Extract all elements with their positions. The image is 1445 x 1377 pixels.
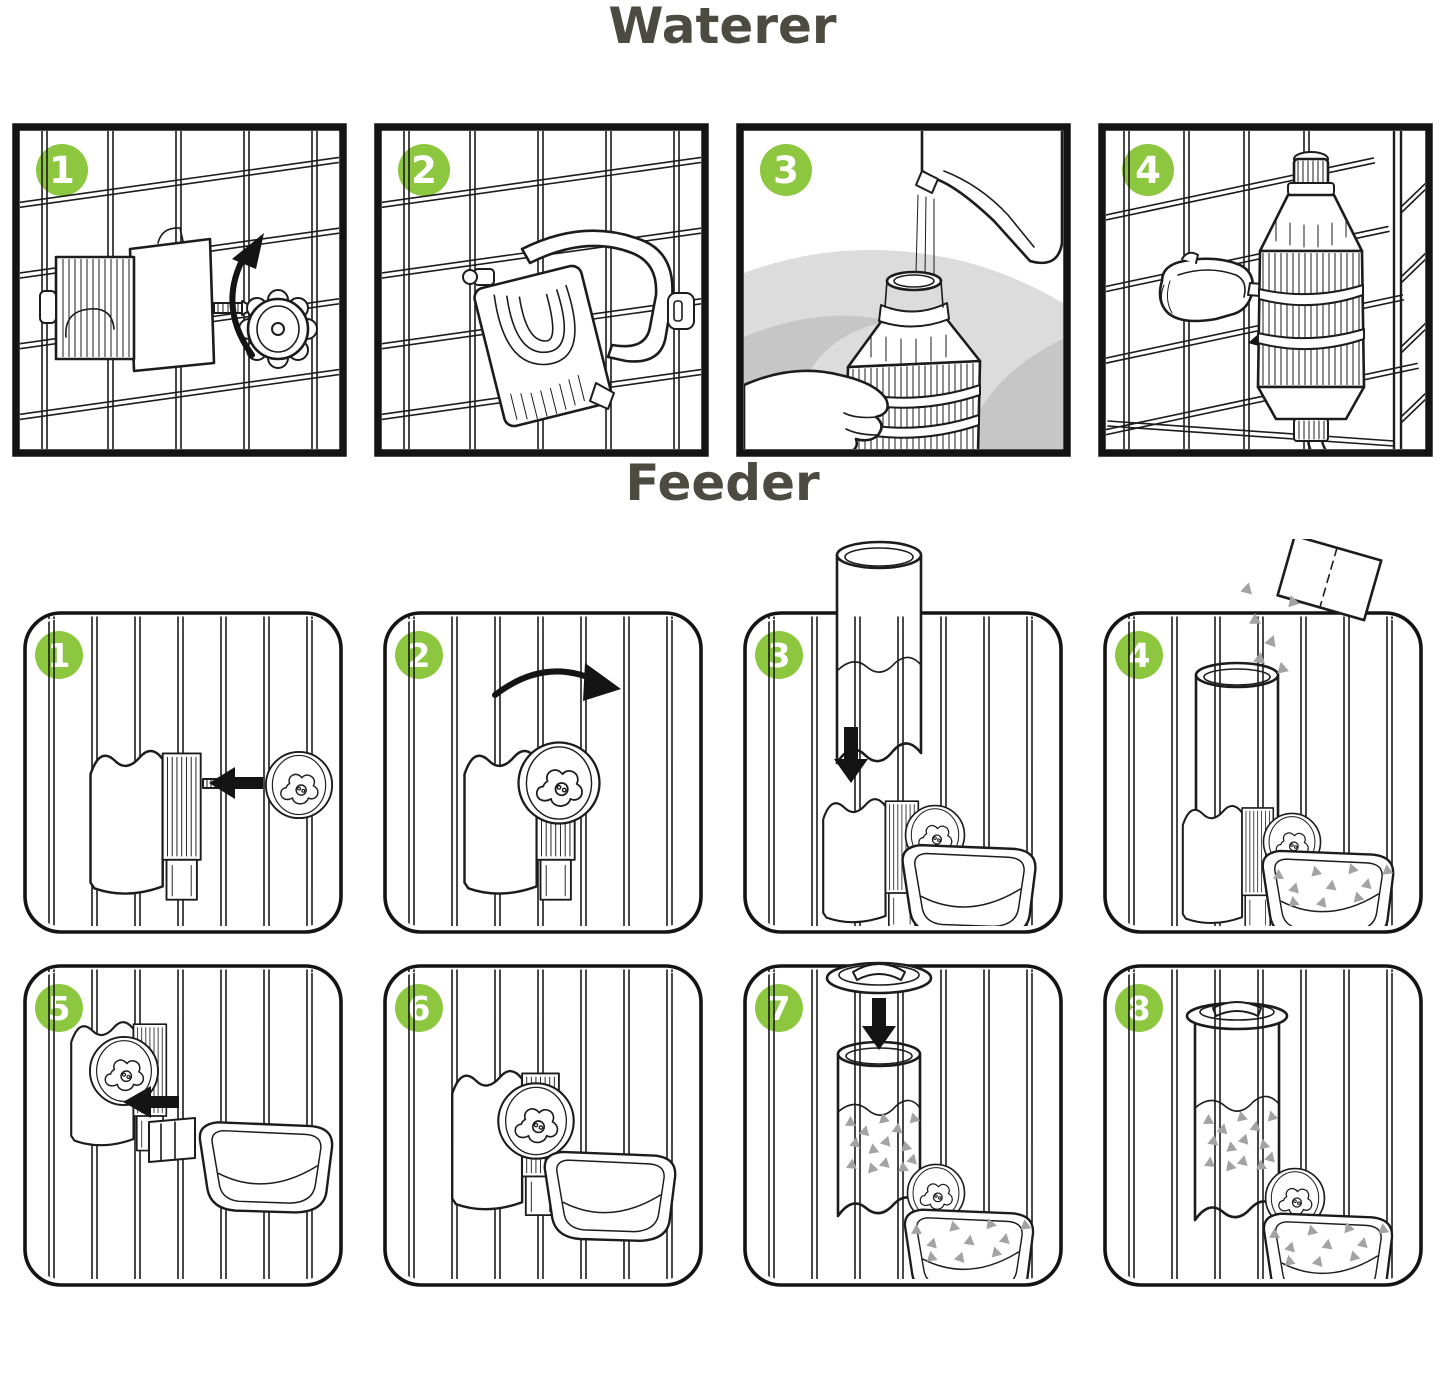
waterer-step-3-illustration: 3 (736, 123, 1071, 457)
waterer-steps-row: 1 (0, 123, 1445, 457)
step-badge: 1 (34, 631, 83, 679)
waterer-step-1-panel: 1 (12, 123, 347, 457)
feeder-step-1-panel: 1 (22, 611, 343, 934)
step-badge: 5 (34, 984, 83, 1032)
feeder-body (88, 749, 202, 901)
feeder-step-2-panel: 2 (382, 611, 703, 934)
rotate-arrow-icon (229, 233, 264, 358)
step-badge: 7 (754, 984, 803, 1032)
food-bowl (543, 1150, 676, 1243)
hanging-water-bottle (1256, 151, 1366, 449)
feeder-step-4-panel: 4 (1102, 539, 1423, 934)
step-badge: 6 (394, 984, 443, 1032)
waterer-step-3-panel: 3 (736, 123, 1071, 457)
step-number: 4 (1135, 149, 1161, 192)
step-badge: 8 (1114, 984, 1163, 1032)
down-arrow-icon (833, 727, 868, 783)
waterer-step-4-illustration: 4 (1098, 123, 1433, 457)
step-number: 5 (47, 989, 70, 1028)
feeder-step-6-panel: 6 (382, 964, 703, 1287)
holder-clamp (462, 229, 695, 428)
food-bowl (1262, 1212, 1393, 1279)
water-stream (915, 194, 935, 276)
feeder-step-8-panel: 8 (1102, 964, 1423, 1287)
suction-knob (264, 750, 333, 820)
waterer-step-1-illustration: 1 (12, 123, 347, 457)
tube-lid (825, 961, 932, 995)
step-number: 8 (1127, 989, 1150, 1028)
feeder-step-8-illustration: 8 (1102, 964, 1423, 1287)
feeder-section-title: Feeder (625, 454, 820, 512)
step-number: 6 (407, 989, 430, 1028)
feeder-step-3-panel: 3 (742, 540, 1063, 934)
feeder-step-4-illustration: 4 (1102, 539, 1423, 934)
feeder-step-7-illustration: 7 (742, 961, 1063, 1287)
feeder-step-3-illustration: 3 (742, 540, 1063, 934)
waterer-step-4-panel: 4 (1098, 123, 1433, 457)
feeder-step-2-illustration: 2 (382, 611, 703, 934)
waterer-step-2-illustration: 2 (374, 123, 709, 457)
cage-corner-mesh (1106, 131, 1425, 449)
feeder-step-5-panel: 5 (22, 964, 343, 1287)
food-tube (836, 1040, 921, 1218)
step-number: 1 (49, 149, 75, 192)
step-number: 4 (1127, 636, 1150, 675)
step-badge: 2 (394, 631, 443, 679)
feeder-step-6-illustration: 6 (382, 964, 703, 1287)
suction-knob (496, 1082, 575, 1160)
feeder-step-7-panel: 7 (742, 961, 1063, 1287)
step-badge: 4 (1122, 144, 1174, 196)
step-number: 2 (407, 636, 430, 675)
bowl-with-bracket (147, 1117, 333, 1214)
step-badge: 2 (398, 144, 450, 196)
step-number: 1 (47, 636, 70, 675)
faucet (915, 131, 1063, 265)
step-badge: 3 (760, 144, 812, 196)
step-badge: 1 (36, 144, 88, 196)
feeder-steps-grid: 1 2 (0, 539, 1445, 1287)
waterer-step-2-panel: 2 (374, 123, 709, 457)
food-in-tube (1193, 1095, 1280, 1172)
step-number: 3 (767, 636, 790, 675)
step-badge: 4 (1114, 631, 1163, 679)
step-badge: 3 (754, 631, 803, 679)
rotate-arrow-icon (491, 663, 621, 701)
feeder-step-5-illustration: 5 (22, 964, 343, 1287)
step-number: 2 (411, 149, 437, 192)
insert-arrow-icon (208, 767, 263, 799)
step-number: 7 (767, 989, 790, 1028)
feeder-step-1-illustration: 1 (22, 611, 343, 934)
step-number: 3 (773, 149, 799, 192)
hand (744, 369, 889, 449)
food-in-tube (836, 1099, 921, 1174)
insert-arrow-icon (122, 1086, 179, 1118)
down-arrow-icon (861, 998, 896, 1050)
waterer-section-title: Waterer (608, 0, 837, 55)
food-bag (1275, 539, 1383, 622)
suction-knob (516, 741, 601, 825)
clamp-with-bolt (39, 227, 255, 373)
